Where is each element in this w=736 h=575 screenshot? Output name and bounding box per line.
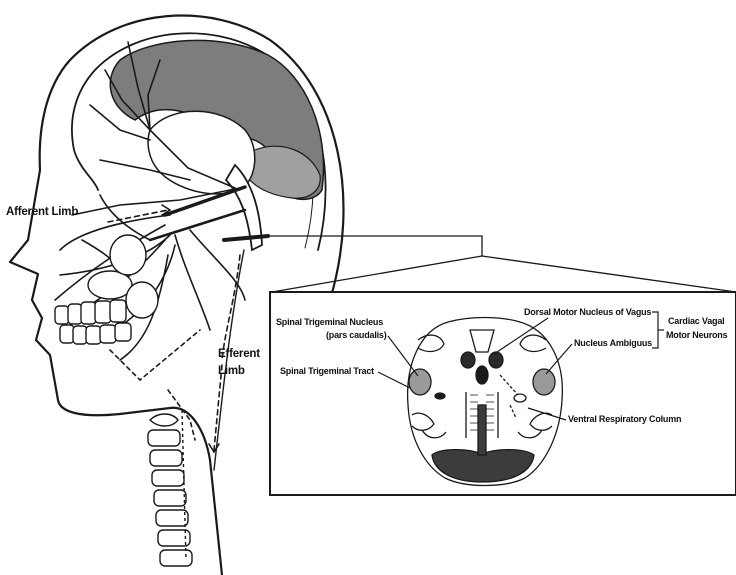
ventral-respiratory-column-label: Ventral Respiratory Column <box>568 414 681 424</box>
cardiac-vagal-label-line2: Motor Neurons <box>666 330 727 340</box>
nucleus-ambiguus-label: Nucleus Ambiguus <box>574 338 652 348</box>
spinal-trigeminal-tract-label: Spinal Trigeminal Tract <box>280 366 374 376</box>
cervical-spine <box>148 410 192 566</box>
medulla-cross-section <box>408 318 563 486</box>
spinal-trigeminal-nucleus-sublabel: (pars caudalis) <box>326 330 387 340</box>
efferent-limb-label-line2: Limb <box>218 365 245 377</box>
spinal-trigeminal-nucleus-label: Spinal Trigeminal Nucleus <box>276 317 383 327</box>
efferent-limb-label-line1: Efferent <box>218 348 260 360</box>
afferent-limb-label: Afferent Limb <box>6 206 78 218</box>
cardiac-vagal-label-line1: Cardiac Vagal <box>668 316 724 326</box>
spinal-trigeminal-nucleus-right <box>533 369 555 395</box>
spinal-trigeminal-nucleus-left <box>409 369 431 395</box>
dorsal-motor-nucleus-label: Dorsal Motor Nucleus of Vagus <box>524 307 651 317</box>
midline-raphe <box>478 405 486 455</box>
teeth-illustration <box>55 235 158 344</box>
